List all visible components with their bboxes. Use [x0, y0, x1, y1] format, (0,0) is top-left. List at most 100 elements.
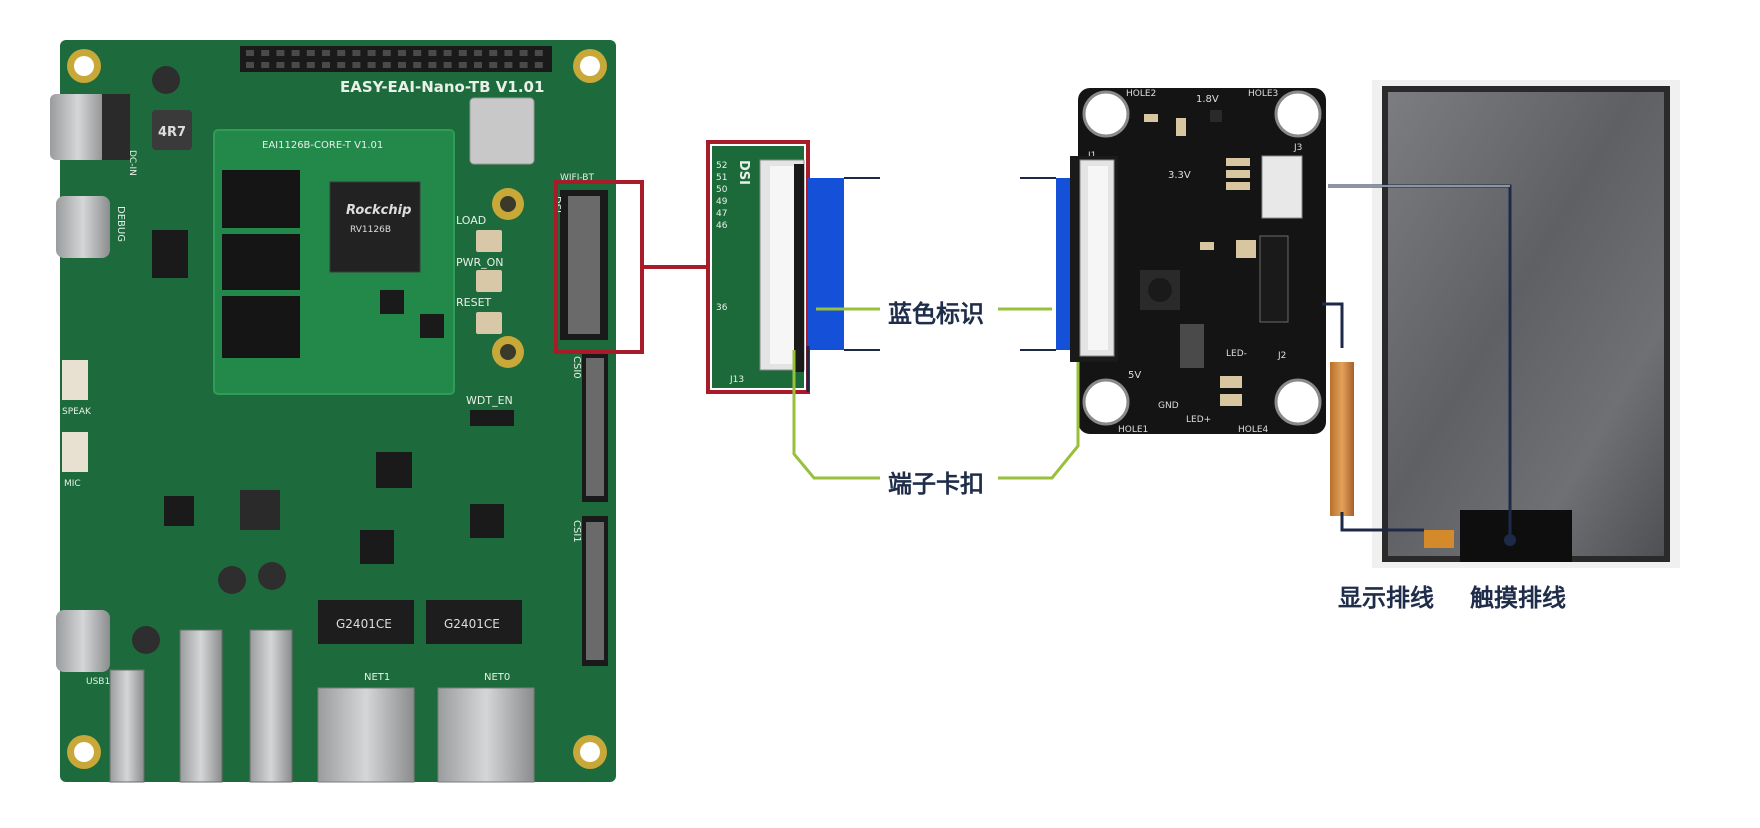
- reset-label: RESET: [456, 296, 492, 309]
- header-pin: [352, 62, 361, 68]
- hole2-label: HOLE2: [1126, 89, 1156, 99]
- magnetics-1: [318, 600, 414, 644]
- ic-chip: [376, 452, 412, 488]
- header-pin: [474, 62, 482, 68]
- header-pin: [398, 62, 406, 68]
- usb-c-debug-port: [56, 196, 110, 258]
- header-pin: [367, 50, 376, 56]
- usb-a-port: [109, 669, 145, 783]
- header-pin: [504, 62, 513, 68]
- wdt-en-label: WDT_EN: [466, 394, 513, 407]
- display-cable-label: 显示排线: [1338, 584, 1434, 612]
- touch-ic-tape: [1460, 510, 1572, 562]
- touch-cable-label: 触摸排线: [1470, 584, 1566, 612]
- gpio-header: [240, 46, 552, 72]
- leader-display: [1340, 512, 1424, 532]
- inductor: [152, 110, 192, 150]
- adapter-board: HOLE2 HOLE3 HOLE1 HOLE4 1.8V 3.3V 5V GND…: [1070, 88, 1326, 435]
- header-pin: [382, 50, 391, 56]
- hole1-label: HOLE1: [1118, 425, 1148, 435]
- adapter-j3-socket: [1261, 155, 1303, 219]
- ethernet-port-net0: [437, 687, 535, 783]
- wdt-switch: [470, 410, 514, 426]
- display-ribbon-cable: [1330, 362, 1354, 516]
- header-pin: [458, 62, 467, 68]
- memory-chip: [222, 170, 300, 228]
- header-pin: [352, 50, 361, 56]
- header-pin: [306, 62, 315, 68]
- header-pin: [291, 62, 300, 68]
- ic-chip: [152, 230, 188, 278]
- main-pcb: [60, 40, 616, 782]
- v33-label: 3.3V: [1168, 170, 1191, 181]
- capacitor: [152, 66, 180, 94]
- dc-in-port: [50, 94, 106, 160]
- pin-number: 47: [716, 209, 727, 219]
- header-pin: [489, 62, 498, 68]
- header-pin: [261, 62, 270, 68]
- zoom-latch: [794, 164, 804, 372]
- net1-label: NET1: [364, 672, 390, 683]
- lcd-screen: [1388, 92, 1664, 556]
- soc-brand: Rockchip: [346, 203, 411, 218]
- soc-model: RV1126B: [350, 225, 391, 235]
- magnetics-1-label: G2401CE: [336, 617, 392, 631]
- header-pin: [382, 62, 391, 68]
- dsi-zoom: DSI 52 51 50 49 47 46 36 J13: [706, 140, 810, 394]
- header-pin: [474, 50, 482, 56]
- header-pin: [413, 62, 422, 68]
- wifi-module: [469, 97, 535, 165]
- wifi-bt-label: WIFI-BT: [560, 173, 594, 183]
- pwr-on-label: PWR_ON: [456, 256, 504, 269]
- board-title: EASY-EAI-Nano-TB V1.01: [340, 78, 544, 96]
- leader-lines: [792, 184, 1516, 546]
- ic-chip: [240, 490, 280, 530]
- header-pin: [413, 50, 422, 56]
- pin-number: 52: [716, 161, 727, 171]
- leader-latch-left: [792, 350, 880, 480]
- hole: [1082, 90, 1130, 138]
- header-pin: [367, 62, 376, 68]
- pin-number: 49: [716, 197, 728, 207]
- pwr-on-button: [476, 270, 502, 292]
- pin-number: 51: [716, 173, 727, 183]
- j13-label: J13: [729, 375, 744, 385]
- csi0-label: CSI0: [571, 356, 582, 379]
- touch-dot: [1504, 534, 1516, 546]
- header-pin: [519, 62, 528, 68]
- inductor-label: 4R7: [158, 125, 186, 140]
- v18-label: 1.8V: [1196, 94, 1219, 105]
- header-pin: [246, 62, 254, 68]
- header-pin: [458, 50, 467, 56]
- net0-label: NET0: [484, 672, 510, 683]
- magnetics-2: [426, 600, 522, 644]
- diode: [1180, 324, 1204, 368]
- hole3-label: HOLE3: [1248, 89, 1278, 99]
- header-pin: [322, 50, 330, 56]
- memory-chip: [222, 296, 300, 358]
- reset-button: [476, 312, 502, 334]
- usb-a-port: [249, 629, 293, 783]
- gnd-label: GND: [1158, 401, 1179, 411]
- header-pin: [398, 50, 406, 56]
- lcd-panel: [1330, 80, 1680, 568]
- display-fpc-tail: [1424, 530, 1454, 548]
- pin-number: 50: [716, 185, 728, 195]
- header-pin: [519, 50, 528, 56]
- header-pin: [443, 50, 452, 56]
- load-label: LOAD: [456, 214, 486, 227]
- mic-connector: [62, 432, 88, 472]
- usb-c-port: [56, 610, 110, 672]
- hole: [1274, 378, 1322, 426]
- gpio-pins: [246, 50, 543, 68]
- mounting-holes: [67, 49, 607, 769]
- pin-number: 46: [716, 221, 728, 231]
- usb-a-port: [179, 629, 223, 783]
- usb1-label: USB1: [86, 677, 110, 687]
- header-pin: [534, 62, 543, 68]
- mic-label: MIC: [64, 479, 81, 489]
- header-pin: [306, 50, 315, 56]
- header-pin: [337, 62, 346, 68]
- header-pin: [337, 50, 346, 56]
- ethernet-port-net1: [317, 687, 415, 783]
